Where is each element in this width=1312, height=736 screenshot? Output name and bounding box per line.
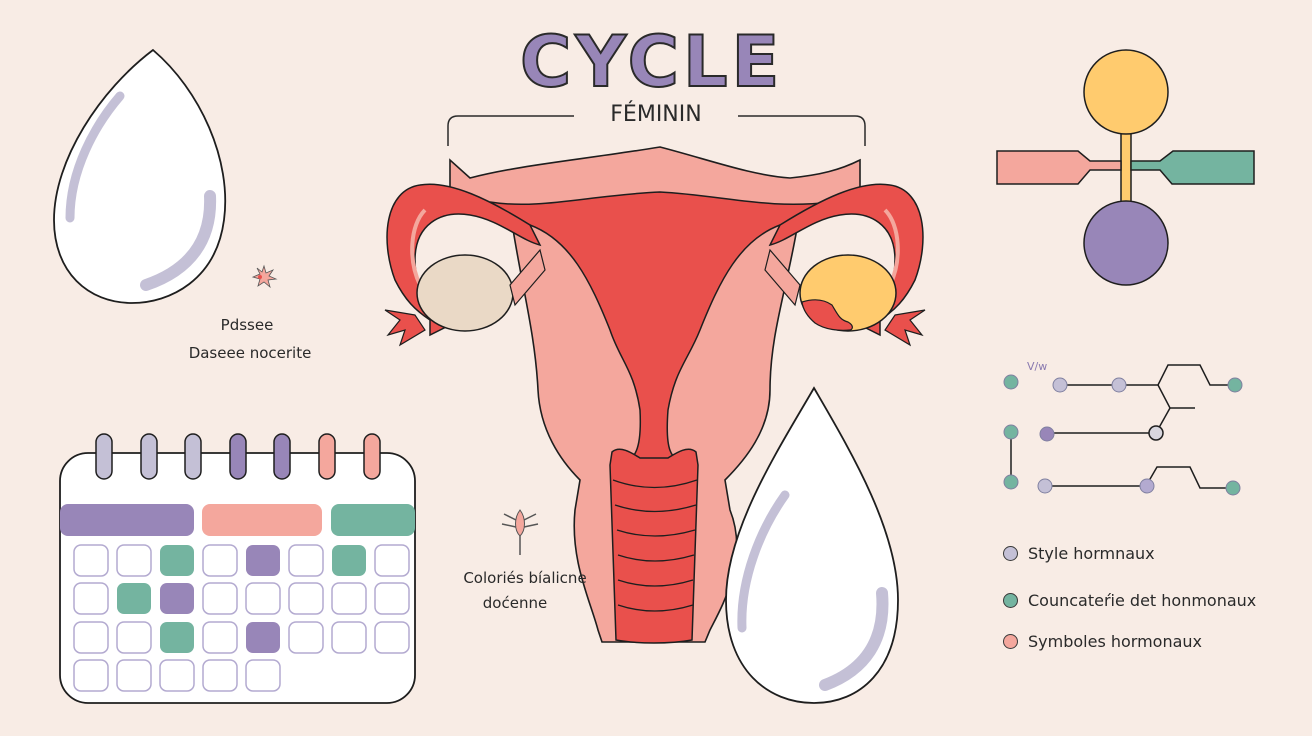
left-label-bottom: Daseee nocerite [188,344,312,362]
legend-dot-green-icon [1003,593,1018,608]
network-graph [1003,364,1243,496]
legend-label: Councateŕie det honmonaux [1028,591,1257,610]
droplet-icon [53,48,227,304]
hormone-connector-diagram [996,49,1255,286]
burst-icon [251,264,278,289]
center-label-top: Coloriés bíalicne [463,569,587,587]
left-label-top: Pdssee [220,316,274,334]
legend-item-symboles: Symboles hormonaux [1003,632,1202,651]
legend-dot-pink-icon [1003,634,1018,649]
calendar-rings [95,433,381,480]
uterus-diagram [384,146,926,644]
legend-dot-lavender-icon [1003,546,1018,561]
legend-item-councaterie: Councateŕie det honmonaux [1003,591,1256,610]
droplet-icon-large [725,386,899,704]
legend-item-style: Style hormnaux [1003,544,1155,563]
legend-label: Symboles hormonaux [1028,632,1203,651]
page-title: CYCLE [519,21,784,103]
center-label-bottom: doćenne [482,594,548,612]
calendar-icon [59,433,416,704]
page-subtitle: FÉMININ [610,102,702,127]
flower-icon [501,509,539,555]
legend-label: Style hormnaux [1028,544,1155,563]
network-tag: V/w [1027,360,1048,373]
